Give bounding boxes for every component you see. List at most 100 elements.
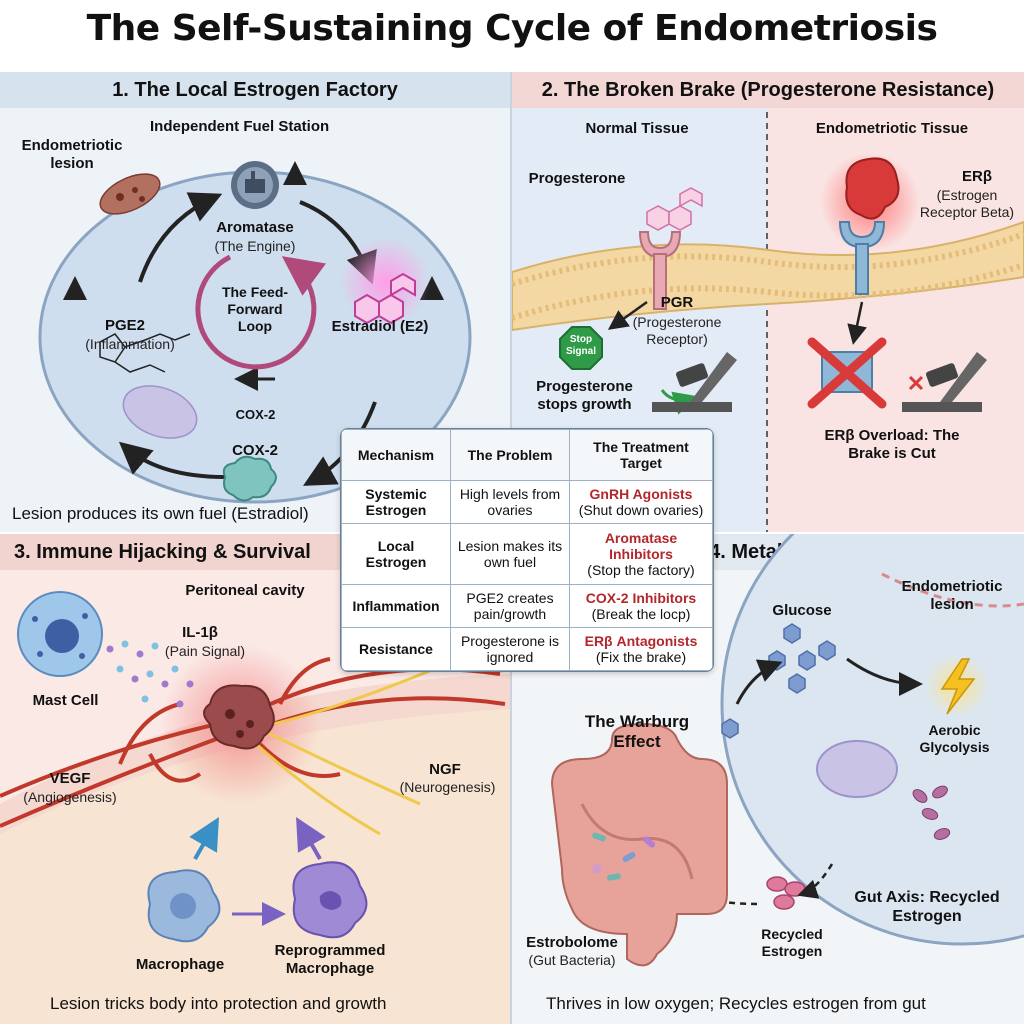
aromatase-sub: (The Engine) <box>214 238 296 254</box>
lightning-icon <box>940 658 976 715</box>
panel3-footer: Lesion tricks body into protection and g… <box>50 994 387 1013</box>
lesion-nucleus <box>816 740 898 798</box>
pge2-molecule <box>99 333 191 373</box>
blood-vessels <box>0 657 506 828</box>
cut-brake-icon <box>902 352 987 412</box>
target-name: ERβ Antagonists <box>584 632 698 649</box>
problem-cell: Progesterone is ignored <box>450 627 570 671</box>
gear-icon <box>231 161 279 209</box>
endo-tissue-label: Endometriotic Tissue <box>815 120 969 137</box>
panel2-header: 2. The Broken Brake (Progesterone Resist… <box>512 72 1024 108</box>
il1b-sub: (Pain Signal) <box>164 643 246 659</box>
erb-sub: (Estrogen Receptor Beta) <box>919 187 1015 220</box>
brake-pedal-icon <box>652 352 737 412</box>
table-header-row: Mechanism The Problem The Treatment Targ… <box>341 429 713 481</box>
panel1-header: 1. The Local Estrogen Factory <box>0 72 510 108</box>
target-cell: ERβ Antagonists(Fix the brake) <box>569 627 713 671</box>
vegf-label: VEGF <box>49 770 91 787</box>
macrophage-label: Macrophage <box>135 956 225 973</box>
estradiol-molecule <box>354 272 416 325</box>
lesion-mass <box>203 684 275 750</box>
target-sub: (Shut down ovaries) <box>578 501 704 518</box>
estradiol-label: Estradiol (E2) <box>331 318 429 335</box>
glucose-label: Glucose <box>772 602 832 619</box>
target-cell: Aromatase Inhibitors(Stop the factory) <box>569 522 713 586</box>
stops-growth-label: Progesterone stops growth <box>536 378 633 413</box>
recycled-estrogen-particles <box>912 785 951 840</box>
recycled-estrogen-label: Recycled Estrogen <box>761 926 823 959</box>
panel-metabolic-survival: 4. Metabolic Survival & Gut Axis <box>512 534 1024 1024</box>
membrane <box>512 220 1024 332</box>
mast-cell-icon <box>17 591 103 677</box>
column-header: Mechanism <box>341 429 451 481</box>
warburg-label: The Warburg Effect <box>584 712 690 752</box>
estrobolome-sub: (Gut Bacteria) <box>528 952 616 968</box>
pge2-sub: (Inflammation) <box>85 336 175 352</box>
endo-lesion-label: Endometriotic lesion <box>901 578 1003 613</box>
arrow-to-pge2 <box>118 441 226 479</box>
mechanism-cell: Inflammation <box>341 584 451 629</box>
cox2-icon-label: COX-2 <box>235 407 276 422</box>
erb-label: ERβ <box>962 168 992 185</box>
erb-receptor <box>838 221 886 249</box>
aromatase-label: Aromatase <box>216 219 294 236</box>
treatment-table: Mechanism The Problem The Treatment Targ… <box>340 428 714 672</box>
pge2-label: PGE2 <box>104 317 146 334</box>
panel1-illustration <box>38 161 472 504</box>
nucleus <box>122 385 198 439</box>
panel-estrogen-factory: 1. The Local Estrogen Factory <box>0 72 512 532</box>
main-title: The Self-Sustaining Cycle of Endometrios… <box>86 8 938 49</box>
intestine-illustration <box>550 722 728 967</box>
target-sub: (Break the locp) <box>591 606 691 623</box>
mast-cell-label: Mast Cell <box>32 692 99 709</box>
problem-cell: High levels from ovaries <box>450 480 570 524</box>
reprogrammed-macrophage-icon <box>292 861 368 939</box>
pgr-label: PGR <box>660 294 694 311</box>
panel1-footer: Lesion produces its own fuel (Estradiol) <box>12 504 309 523</box>
pgr-sub: (Progesterone Receptor) <box>632 314 722 347</box>
target-cell: COX-2 Inhibitors(Break the locp) <box>569 584 713 629</box>
progesterone-label: Progesterone <box>528 170 626 187</box>
column-header: The Problem <box>450 429 570 481</box>
erb-blob <box>845 157 900 220</box>
mechanism-cell: Local Estrogen <box>341 522 451 586</box>
pgr-receptor <box>638 231 682 259</box>
panel-immune-hijacking: 3. Immune Hijacking & Survival <box>0 534 512 1024</box>
gut-axis-label: Gut Axis: Recycled Estrogen <box>854 889 1000 926</box>
loop-label: The Feed-Forward Loop <box>221 284 289 334</box>
column-header: The Treatment Target <box>569 429 713 481</box>
panel1-subtitle: Independent Fuel Station <box>150 118 330 135</box>
overload-label: ERβ Overload: The Brake is Cut <box>824 427 960 462</box>
normal-tissue-label: Normal Tissue <box>585 120 689 137</box>
red-x-icon <box>807 337 887 409</box>
glycolysis-label: Aerobic Glycolysis <box>919 722 990 755</box>
mechanism-cell: Systemic Estrogen <box>341 480 451 524</box>
target-name: Aromatase Inhibitors <box>604 529 678 563</box>
table-row: Resistance Progesterone is ignored ERβ A… <box>341 627 713 671</box>
target-sub: (Stop the factory) <box>587 562 695 579</box>
progesterone-molecule <box>646 187 703 231</box>
table-row: Inflammation PGE2 creates pain/growth CO… <box>341 584 713 629</box>
target-name: GnRH Agonists <box>589 485 693 502</box>
table-row: Systemic Estrogen High levels from ovari… <box>341 480 713 524</box>
ngf-label: NGF <box>429 761 461 778</box>
panel4-illustration <box>550 534 1024 967</box>
il1b-particles <box>106 640 194 708</box>
reprogrammed-label: Reprogrammed Macrophage <box>274 942 386 977</box>
table-row: Local Estrogen Lesion makes its own fuel… <box>341 522 713 586</box>
estrobolome-label: Estrobolome <box>526 934 618 951</box>
lesion-label: Endometriotic lesion <box>21 137 123 172</box>
cox2-blob <box>222 455 277 502</box>
feed-forward-loop-arrow <box>195 254 327 370</box>
stop-sign-label: Stop Signal <box>565 334 596 357</box>
panel4-footer: Thrives in low oxygen; Recycles estrogen… <box>546 994 926 1013</box>
target-cell: GnRH Agonists(Shut down ovaries) <box>569 480 713 524</box>
peritoneal-label: Peritoneal cavity <box>185 582 305 599</box>
macrophage-icon <box>147 869 221 943</box>
gut-bacteria <box>592 832 656 881</box>
problem-cell: PGE2 creates pain/growth <box>450 584 570 629</box>
mechanism-cell: Resistance <box>341 627 451 671</box>
stop-sign <box>559 326 603 370</box>
target-name: COX-2 Inhibitors <box>585 590 697 607</box>
